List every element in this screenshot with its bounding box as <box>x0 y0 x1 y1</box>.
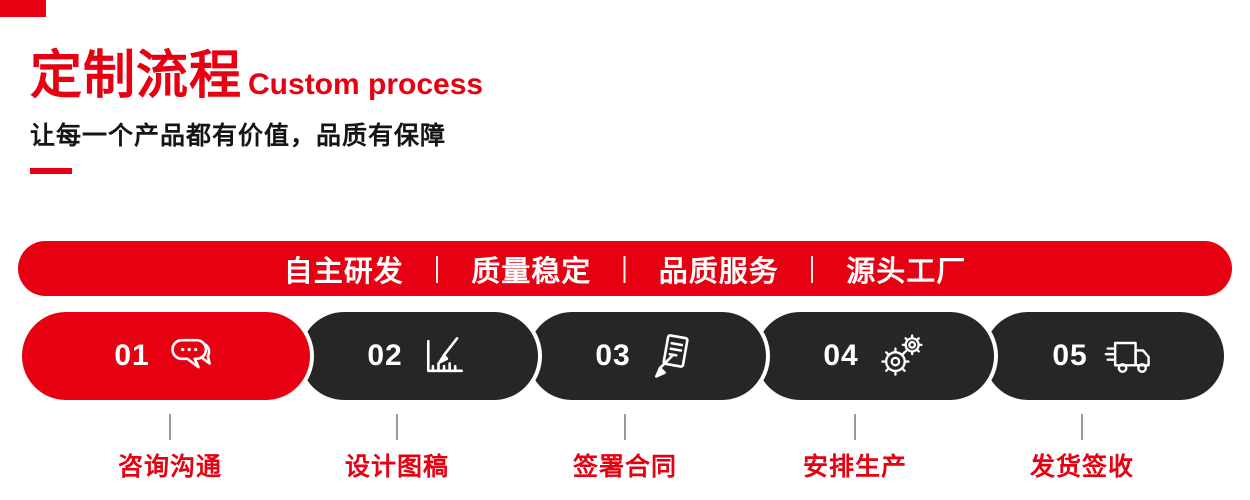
banner-item: 品质服务 <box>658 255 779 288</box>
step-pill-05: 05 <box>980 308 1228 404</box>
banner-separator: | <box>808 251 817 285</box>
step-pill-01: 01 <box>18 308 314 404</box>
step-label-group: 咨询沟通 <box>70 414 270 483</box>
banner-item: 自主研发 <box>283 255 404 288</box>
step-number: 02 <box>367 339 403 372</box>
page-title-en: Custom process <box>248 67 484 101</box>
chat-bubbles-icon <box>166 330 218 382</box>
step-pill-04: 04 <box>752 308 998 404</box>
banner-item: 源头工厂 <box>846 255 967 288</box>
step-label: 发货签收 <box>1029 453 1134 481</box>
step-label-group: 设计图稿 <box>297 414 497 483</box>
delivery-truck-icon <box>1104 330 1156 382</box>
step-label: 签署合同 <box>572 453 677 481</box>
step-number: 01 <box>114 339 150 372</box>
step-pill-02: 02 <box>296 308 542 404</box>
feature-banner: 自主研发 | 质量稳定 | 品质服务 | 源头工厂 <box>18 241 1232 296</box>
process-steps: 01 02 <box>0 308 1250 404</box>
step-number: 05 <box>1052 339 1088 372</box>
page-title: 定制流程 <box>30 47 243 105</box>
step-number: 04 <box>823 339 859 372</box>
section-subtitle: 让每一个产品都有价值，品质有保障 <box>30 122 447 150</box>
step-label: 咨询沟通 <box>117 453 222 481</box>
step-label: 设计图稿 <box>344 453 449 481</box>
connector-line <box>396 414 398 440</box>
section-header: 定制流程 Custom process 让每一个产品都有价值，品质有保障 <box>30 50 483 174</box>
connector-line <box>1081 414 1083 440</box>
banner-item: 质量稳定 <box>471 255 592 288</box>
step-number: 03 <box>595 339 631 372</box>
step-label-group: 签署合同 <box>525 414 725 483</box>
step-pill-03: 03 <box>524 308 770 404</box>
step-labels-row: 咨询沟通 设计图稿 签署合同 安排生产 发货签收 <box>0 414 1250 500</box>
step-label: 安排生产 <box>802 453 907 481</box>
corner-accent <box>0 0 46 17</box>
connector-line <box>854 414 856 440</box>
title-row: 定制流程 Custom process <box>30 50 483 102</box>
connector-line <box>624 414 626 440</box>
gears-icon <box>875 330 927 382</box>
ruler-pencil-icon <box>419 330 471 382</box>
banner-separator: | <box>621 251 629 285</box>
accent-dash <box>30 168 72 174</box>
contract-pen-icon <box>647 330 699 382</box>
banner-separator: | <box>433 251 442 285</box>
step-label-group: 安排生产 <box>755 414 955 483</box>
connector-line <box>169 414 171 440</box>
step-label-group: 发货签收 <box>982 414 1182 483</box>
